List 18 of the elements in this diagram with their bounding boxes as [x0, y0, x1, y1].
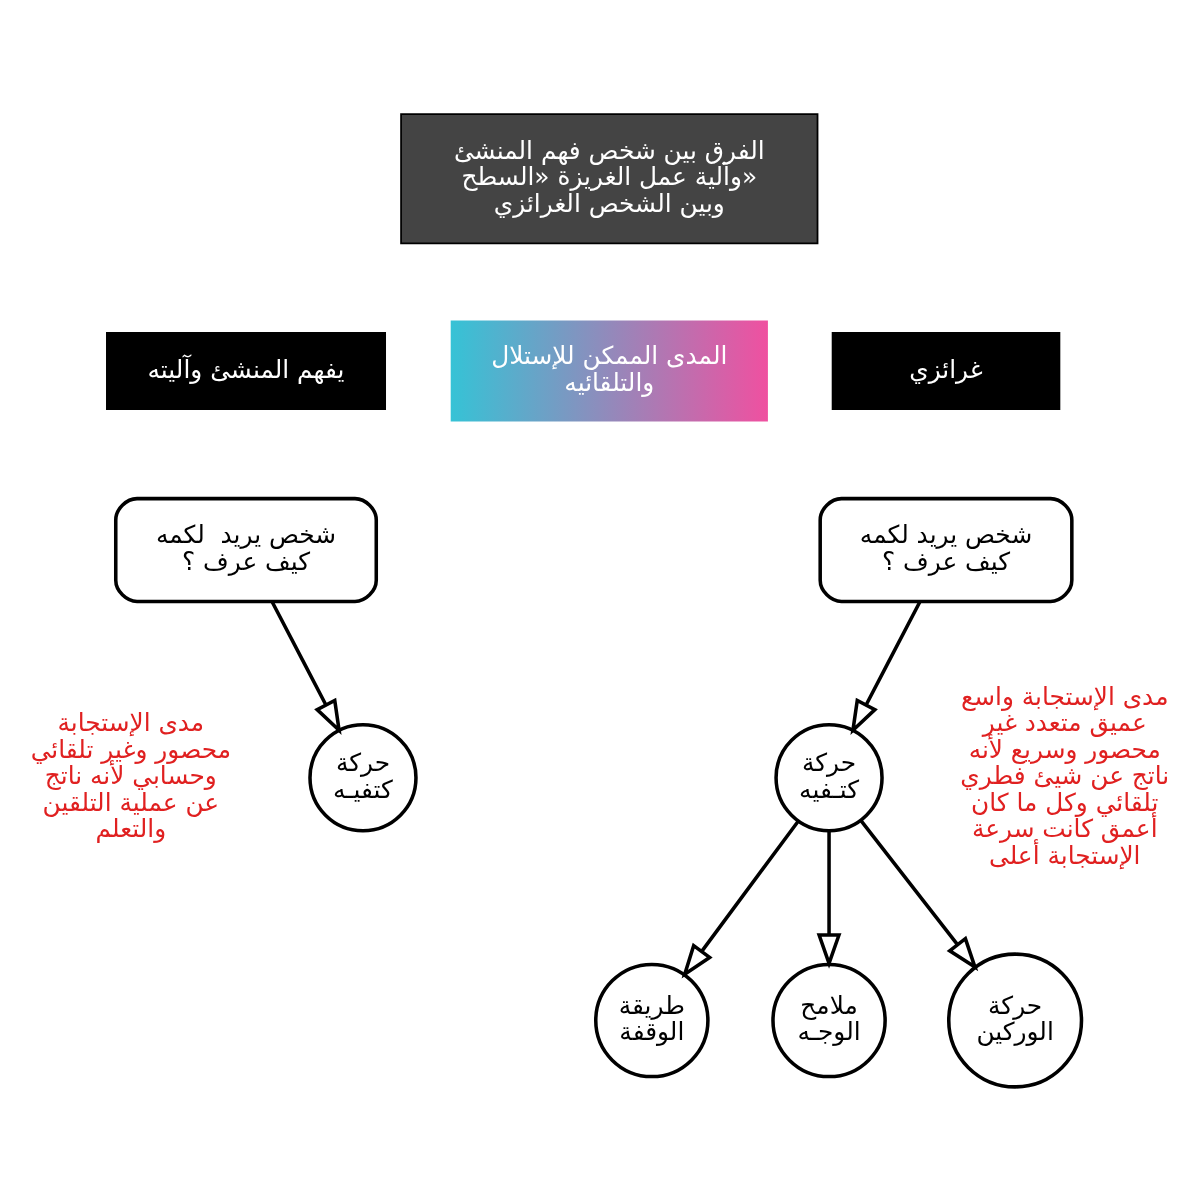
node-box: غرائزي — [831, 331, 1061, 410]
node-circle: حركة الوركين — [947, 951, 1084, 1089]
node-circle: حركة كتفيـه — [308, 722, 418, 832]
arrow — [850, 600, 922, 735]
arrow — [681, 819, 800, 979]
arrow — [859, 818, 979, 971]
node-box: يفهم المنشئ وآليته — [106, 331, 386, 410]
node-box: الفرق بين شخص فهم المنشئ وآلية عمل الغريزة «السطح» وبين الشخص الغرائزي — [400, 112, 819, 244]
node-box: المدى الممكن للإستلال والتلقائيه — [448, 318, 770, 423]
node-circle: طريقة الوقفة — [594, 962, 710, 1078]
node-circle: ملامح الوجـه — [771, 962, 887, 1078]
arrow — [270, 600, 342, 735]
label: مدى الإستجابة واسع عميق متعدد غير محصور وسريع لأنه ناتج عن شيئ فطري تلقائي وكل ما كان أعمق كانت سرعة الإستجابة أعلى — [960, 681, 1170, 870]
node-box: شخص يريد لكمه كيف عرف ؟ — [114, 496, 379, 603]
node-box: شخص يريد لكمه كيف عرف ؟ — [818, 496, 1074, 603]
label: مدى الإستجابة محصور وغير تلقائي وحسابي لأنه ناتج عن عملية التلقين والتعلم — [30, 707, 231, 843]
node-circle: حركة كتـفيه — [774, 722, 884, 832]
arrow — [816, 830, 842, 969]
